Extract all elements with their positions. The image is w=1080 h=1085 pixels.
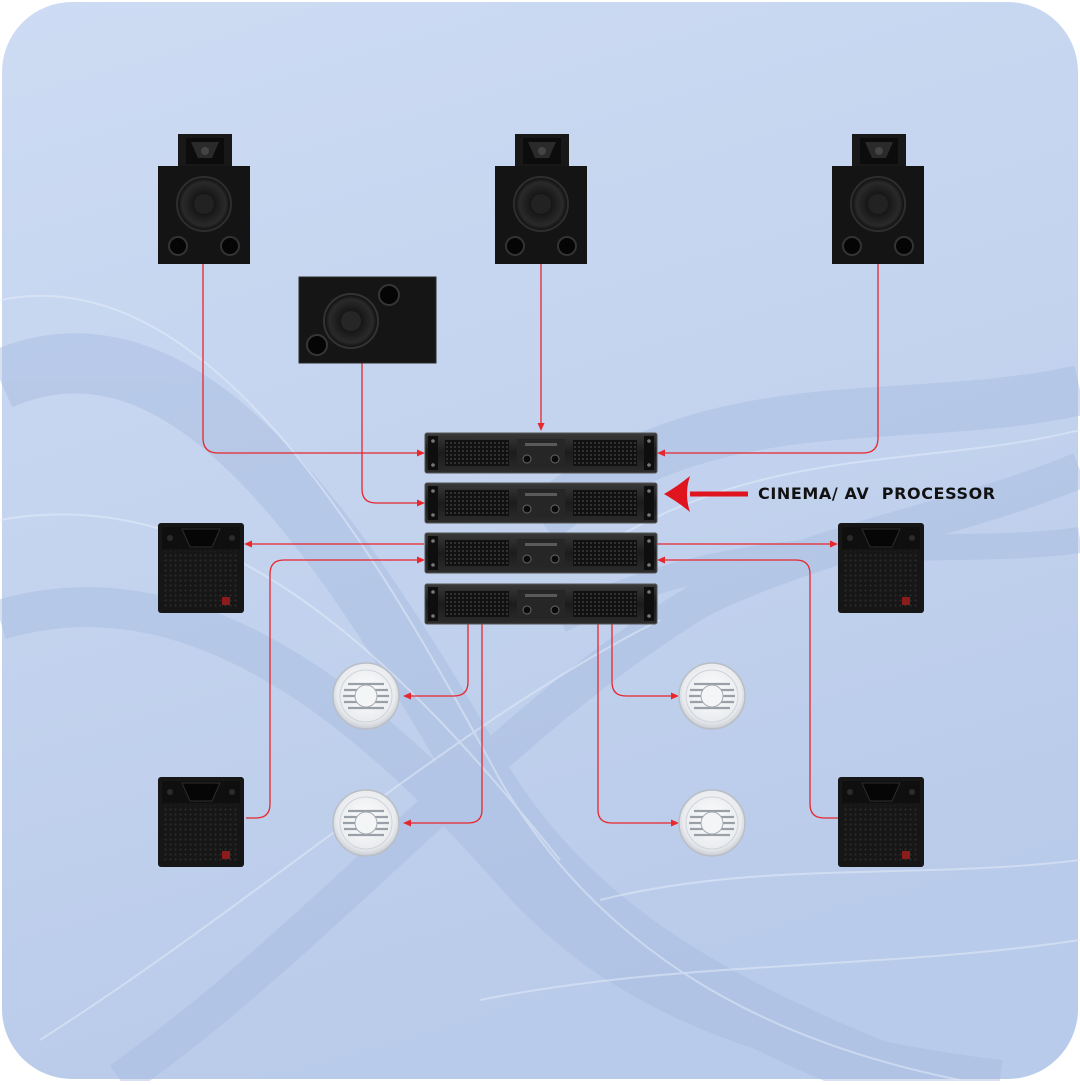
wire-arrowheads: [244, 423, 838, 827]
speaker-rear-right: [838, 777, 924, 867]
ceiling-speaker-3: [678, 662, 746, 730]
wire-ceiling-2: [408, 624, 483, 824]
amplifier-1: [424, 432, 658, 474]
wire-ceiling-4: [597, 624, 674, 824]
wire-subwoofer: [361, 363, 420, 504]
speaker-front-right: [832, 134, 924, 264]
amplifier-3: [424, 532, 658, 574]
amplifier-2: [424, 482, 658, 524]
wire-front-right: [662, 264, 879, 454]
wire-front-left: [202, 264, 420, 454]
amplifier-4: [424, 583, 658, 625]
speaker-front-left: [158, 134, 250, 264]
speaker-side-left: [158, 523, 244, 613]
ceiling-speaker-1: [332, 662, 400, 730]
processor-label: CINEMA/ AV PROCESSOR: [758, 484, 996, 503]
wire-rear-right: [662, 559, 838, 819]
subwoofer: [298, 276, 437, 364]
ceiling-speaker-4: [678, 789, 746, 857]
wire-rear-left: [246, 559, 420, 819]
wire-ceiling-1: [408, 624, 469, 697]
speaker-rear-left: [158, 777, 244, 867]
speaker-side-right: [838, 523, 924, 613]
wire-ceiling-3: [611, 624, 674, 697]
speaker-center: [495, 134, 587, 264]
amplifier-stack: [424, 432, 658, 625]
processor-arrow: [664, 476, 748, 512]
ceiling-speaker-2: [332, 789, 400, 857]
wiring: [202, 264, 879, 824]
